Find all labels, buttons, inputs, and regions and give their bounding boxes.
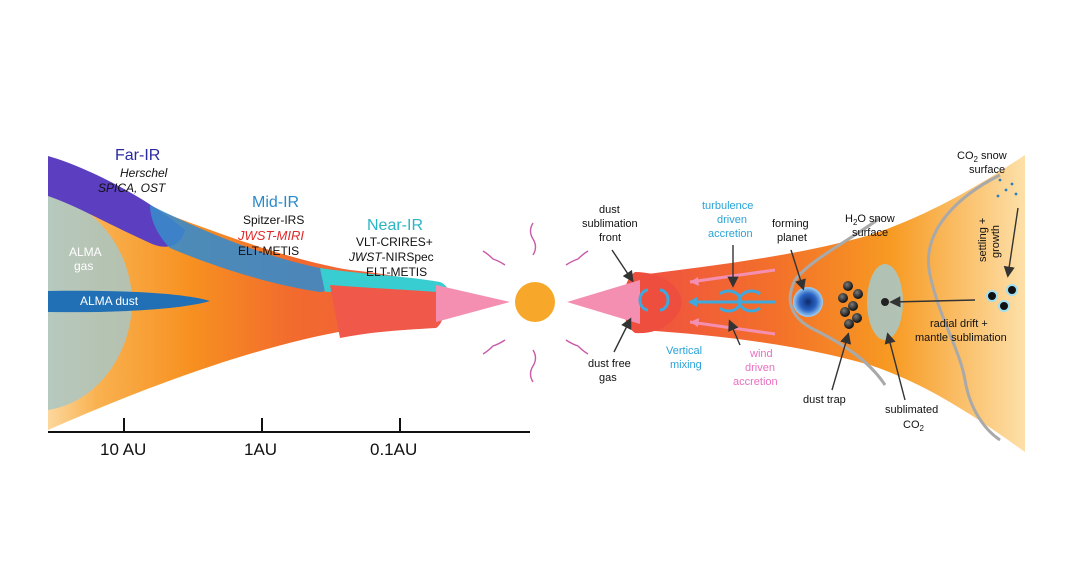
- co2-ice-specks: [996, 178, 1018, 198]
- settling-growth-line1: settling +: [977, 218, 989, 262]
- mid-ir-band: [150, 205, 330, 292]
- alma-dust-label: ALMA dust: [80, 294, 139, 308]
- forming-planet-line2: planet: [777, 232, 807, 244]
- axis-tick-10au: 10 AU: [100, 440, 146, 459]
- vertical-mixing-line2: mixing: [670, 359, 702, 371]
- forming-planet-icon: [793, 287, 823, 317]
- alma-gas-label-line1: ALMA: [69, 245, 102, 259]
- wind-accretion-line1: wind: [749, 348, 773, 360]
- co2-snow-line1: CO2 snow: [957, 150, 1007, 164]
- radial-drift-line1: radial drift +: [930, 318, 988, 330]
- dust-trap-grains: [838, 281, 863, 329]
- sublimated-co2-line1: sublimated: [885, 404, 938, 416]
- dust-trap-label: dust trap: [803, 394, 846, 406]
- near-ir-line2: JWST-NIRSpec: [348, 250, 434, 264]
- settling-growth-line2: growth: [990, 225, 1002, 258]
- far-ir-band: [48, 156, 185, 247]
- leader-lines: [611, 207, 1019, 401]
- right-labels: dust sublimation front dust free gas tur…: [582, 150, 1007, 433]
- drifting-grains: [986, 284, 1018, 312]
- left-disk: [48, 156, 510, 430]
- dust-free-gas-line2: gas: [599, 372, 617, 384]
- mid-ir-line3: ELT-METIS: [238, 244, 299, 258]
- central-star: [482, 222, 589, 383]
- alma-gas-label-line2: gas: [74, 259, 93, 273]
- radial-drift-line2: mantle sublimation: [915, 332, 1007, 344]
- axis-tick-01au: 0.1AU: [370, 440, 417, 459]
- dust-sublimation-line3: front: [599, 232, 621, 244]
- mid-ir-title: Mid-IR: [252, 194, 299, 211]
- wind-accretion-line3: accretion: [733, 376, 778, 388]
- near-ir-line1: VLT-CRIRES+: [356, 235, 433, 249]
- dust-sublimation-line2: sublimation: [582, 218, 638, 230]
- mid-ir-line2: JWST-MIRI: [237, 228, 304, 243]
- alma-dust-band: [48, 290, 210, 313]
- near-ir-line3: ELT-METIS: [366, 265, 427, 279]
- au-axis: [48, 418, 530, 433]
- right-pink-cone: [567, 280, 640, 324]
- co2-snow-line: [927, 173, 1001, 442]
- dust-sublimation-line1: dust: [599, 204, 620, 216]
- axis-tick-1au: 1AU: [244, 440, 277, 459]
- co2-snow-line2: surface: [969, 164, 1005, 176]
- h2o-snow-line1: H2O snow: [845, 213, 895, 227]
- wind-accretion-line2: driven: [745, 362, 775, 374]
- near-ir-title: Near-IR: [367, 217, 423, 234]
- turbulence-line2: driven: [717, 214, 747, 226]
- far-ir-title: Far-IR: [115, 147, 160, 164]
- far-ir-line1: Herschel: [120, 166, 168, 180]
- vertical-mixing-line1: Vertical: [666, 345, 702, 357]
- sublimated-co2-line2: CO2: [903, 419, 925, 433]
- left-pink-cone: [436, 285, 510, 322]
- inner-rim-red: [330, 285, 444, 338]
- h2o-snow-line: [788, 216, 887, 386]
- mid-ir-line1: Spitzer-IRS: [243, 213, 304, 227]
- right-disk: [567, 155, 1025, 452]
- left-labels: ALMA gas ALMA dust Far-IR Herschel SPICA…: [69, 147, 434, 459]
- h2o-snow-line2: surface: [852, 227, 888, 239]
- right-disk-body: [640, 155, 1025, 452]
- turbulence-line3: accretion: [708, 228, 753, 240]
- far-ir-line2: SPICA, OST: [98, 181, 167, 195]
- forming-planet-line1: forming: [772, 218, 809, 230]
- turbulence-line1: turbulence: [702, 200, 753, 212]
- dust-free-gas-line1: dust free: [588, 358, 631, 370]
